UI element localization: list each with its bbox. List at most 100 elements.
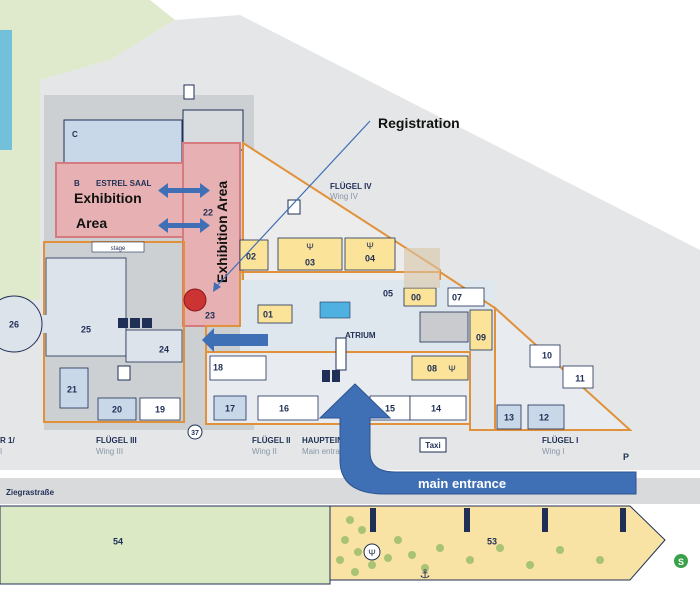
room-04[interactable]: 04 <box>365 253 375 263</box>
garden-right-53 <box>329 505 666 581</box>
room-13-area <box>496 404 522 430</box>
room-01[interactable]: 01 <box>263 309 273 319</box>
exhibition-area-left-label: Exhibition <box>74 190 142 206</box>
wing-ii-label-en: Wing II <box>252 447 277 456</box>
taxi-sign <box>419 437 447 453</box>
exhibition-area-left-label-2: Area <box>76 215 107 231</box>
room-25-area <box>45 257 127 357</box>
stage-label: stage <box>111 246 126 252</box>
main-entrance-arrow <box>318 383 637 495</box>
main-entrance-annotation: main entrance <box>418 476 506 491</box>
room-05[interactable]: 05 <box>383 288 393 298</box>
restaurant-icon-garden <box>363 543 381 561</box>
registration-label: Registration <box>378 115 460 131</box>
room-09[interactable]: 09 <box>476 332 486 342</box>
room-53[interactable]: 53 <box>487 536 497 546</box>
street-label: Ziegrastraße <box>6 488 55 497</box>
cutoff-label: R 1/ <box>0 436 15 445</box>
registration-arrow <box>202 328 268 352</box>
room-10-area <box>529 344 561 368</box>
room-19-area <box>139 397 181 421</box>
wc-icons-atrium <box>322 370 340 382</box>
wing-i-label: FLÜGEL I <box>542 436 578 445</box>
room-02[interactable]: 02 <box>246 251 256 261</box>
hall-c <box>63 119 183 166</box>
anchor-icon: ⚓ <box>420 567 431 581</box>
room-07-area <box>447 287 485 307</box>
room-14-area <box>409 395 467 421</box>
hatched-stairs-area <box>404 248 440 288</box>
room-37[interactable]: 37 <box>191 430 199 437</box>
room-03-area <box>277 237 343 271</box>
room-20-area <box>97 397 137 421</box>
room-54[interactable]: 54 <box>113 536 123 546</box>
room-21[interactable]: 21 <box>67 384 77 394</box>
room-10[interactable]: 10 <box>542 350 552 360</box>
room-24-area <box>125 329 183 363</box>
parking-icon: P <box>623 452 629 462</box>
restaurant-icon-08: Ψ <box>448 364 456 374</box>
room-16-area <box>257 395 319 421</box>
wing-iv-label-en: Wing IV <box>330 192 359 201</box>
room-37-marker <box>187 424 203 440</box>
room-25[interactable]: 25 <box>81 324 91 334</box>
room-21-area <box>59 367 89 409</box>
room-12[interactable]: 12 <box>539 412 549 422</box>
restaurant-icon-04: Ψ <box>366 241 374 251</box>
cutoff-label-en: I <box>0 447 2 456</box>
wc-icons-wing3 <box>118 318 152 328</box>
elevator-icon-wing3 <box>117 365 131 381</box>
wing-iii-label-en: Wing III <box>96 447 123 456</box>
room-03[interactable]: 03 <box>305 257 315 267</box>
s-bahn-icon <box>674 554 688 568</box>
room-08-area <box>411 355 469 381</box>
s-bahn-icon-glyph: S <box>678 557 684 567</box>
wing-iv-label: FLÜGEL IV <box>330 182 372 191</box>
wing-ii-label: FLÜGEL II <box>252 436 291 445</box>
room-26[interactable]: 26 <box>9 319 19 329</box>
main-entrance-label: HAUPTEINGANG <box>302 436 367 445</box>
registration-pointer-line <box>214 120 371 289</box>
room-18[interactable]: 18 <box>213 362 223 372</box>
room-14[interactable]: 14 <box>431 403 441 413</box>
room-08[interactable]: 08 <box>427 363 437 373</box>
elevator-icon-top <box>183 84 195 100</box>
hall-c-label: C <box>72 130 78 139</box>
room-00[interactable]: 00 <box>411 292 421 302</box>
room-17[interactable]: 17 <box>225 403 235 413</box>
wing-iii-label: FLÜGEL III <box>96 436 137 445</box>
room-18-area <box>209 355 267 381</box>
room-04-area <box>344 237 396 271</box>
room-02-area <box>239 239 269 271</box>
room-15[interactable]: 15 <box>385 403 395 413</box>
room-19[interactable]: 19 <box>155 404 165 414</box>
room-23[interactable]: 23 <box>205 310 215 320</box>
restaurant-icon-garden-glyph: Ψ <box>368 548 376 558</box>
wing-i-block <box>494 305 633 431</box>
stairs-block <box>419 311 469 343</box>
garden-left-54 <box>0 505 331 585</box>
pool-icon <box>319 301 351 319</box>
room-11[interactable]: 11 <box>575 373 585 383</box>
garden-trees <box>336 516 604 576</box>
room-17-area <box>213 395 247 421</box>
room-12-area <box>527 404 565 430</box>
room-07[interactable]: 07 <box>452 292 462 302</box>
room-13[interactable]: 13 <box>504 412 514 422</box>
registration-marker[interactable] <box>183 288 207 312</box>
room-20[interactable]: 20 <box>112 404 122 414</box>
room-11-area <box>562 365 594 389</box>
room-16[interactable]: 16 <box>279 403 289 413</box>
atrium-label: ATRIUM <box>345 331 376 340</box>
room-24[interactable]: 24 <box>159 344 169 354</box>
estrel-saal-label: ESTREL SAAL <box>96 179 152 188</box>
room-22[interactable]: 22 <box>203 207 213 217</box>
room-09-area <box>469 309 493 351</box>
taxi-label: Taxi <box>425 441 440 450</box>
elevator-icon-wing4 <box>287 199 301 215</box>
restaurant-icon-03: Ψ <box>306 242 314 252</box>
registration-pointer-head <box>213 282 221 292</box>
room-01-area <box>257 304 293 324</box>
exhibition-area-vertical-label: Exhibition Area <box>214 181 230 283</box>
double-arrow-upper <box>158 183 210 198</box>
